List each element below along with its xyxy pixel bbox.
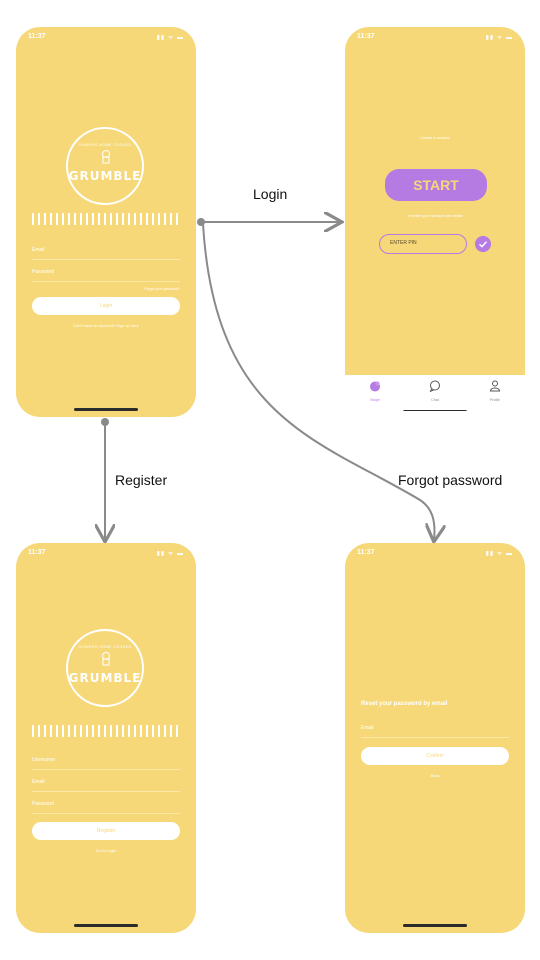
login-screen: 11:37 ▮▮ ᯤ ▬ SHARING HOME COOKED GRUMBLE… [16,27,196,417]
back-link[interactable]: Back [430,773,440,778]
tab-profile[interactable]: Profile [480,379,510,402]
status-time: 11:37 [357,549,375,556]
start-button[interactable]: START [385,169,487,201]
register-flow-label: Register [115,472,168,488]
register-screen: 11:37 ▮▮ ᯤ ▬ SHARING HOME COOKED GRUMBLE… [16,543,196,933]
tab-swipe[interactable]: Swipe [360,379,390,402]
tab-profile-label: Profile [490,398,500,402]
home-indicator [74,924,138,927]
tab-chat-label: Chat [431,398,439,402]
chef-icon [102,150,110,164]
logo-word: GRUMBLE [68,169,142,183]
logo-arc-text: SHARING HOME COOKED [78,143,132,147]
reset-password-screen: 11:37 ▮▮ ᯤ ▬ Reset your password by emai… [345,543,525,933]
status-icons: ▮▮ ᯤ ▬ [156,551,184,557]
status-icons: ▮▮ ᯤ ▬ [485,551,513,557]
forgot-password-link[interactable]: Forgot your password? [144,287,180,291]
email-field[interactable]: Email [32,241,180,260]
password-field[interactable]: Password [32,263,180,282]
home-indicator [74,408,138,411]
go-to-login-link[interactable]: Go to Login [95,848,117,853]
tab-chat[interactable]: Chat [420,379,450,402]
register-connector-origin [101,418,109,426]
home-indicator [403,410,467,411]
start-screen: 11:37 ▮▮ ᯤ ▬ Create a session START or e… [345,27,525,411]
email-field[interactable]: Email [32,773,180,792]
register-button[interactable]: Register [32,822,180,840]
utensils-pattern [32,213,178,225]
status-icons: ▮▮ ᯤ ▬ [485,35,513,41]
check-icon[interactable] [475,236,491,252]
logo-word: GRUMBLE [68,671,142,685]
enter-session-text: or enter your session pin below [407,213,463,218]
swipe-icon [370,381,380,392]
reset-title: Reset your password by email [361,701,448,707]
password-field[interactable]: Password [32,795,180,814]
tab-bar: Swipe Chat Profile [345,375,525,411]
grumble-logo: SHARING HOME COOKED GRUMBLE [66,629,144,707]
forgot-connector [202,223,434,540]
email-field[interactable]: Email [361,719,509,738]
pin-input[interactable]: ENTER PIN [379,234,467,254]
create-session-text: Create a session [419,135,450,140]
signup-link[interactable]: Don't have an account? Sign up here [73,323,139,328]
status-time: 11:37 [357,33,375,40]
status-time: 11:37 [28,33,46,40]
home-indicator [403,924,467,927]
tab-swipe-label: Swipe [370,398,380,402]
grumble-logo: SHARING HOME COOKED GRUMBLE [66,127,144,205]
chef-icon [102,652,110,666]
login-button[interactable]: Login [32,297,180,315]
logo-arc-text: SHARING HOME COOKED [78,645,132,649]
confirm-button[interactable]: Confirm [361,747,509,765]
login-flow-label: Login [253,186,288,202]
utensils-pattern [32,725,178,737]
chat-icon [429,380,440,393]
status-time: 11:37 [28,549,46,556]
username-field[interactable]: Username [32,751,180,770]
status-icons: ▮▮ ᯤ ▬ [156,35,184,41]
forgot-flow-label: Forgot password [398,472,503,488]
profile-icon [489,380,501,392]
